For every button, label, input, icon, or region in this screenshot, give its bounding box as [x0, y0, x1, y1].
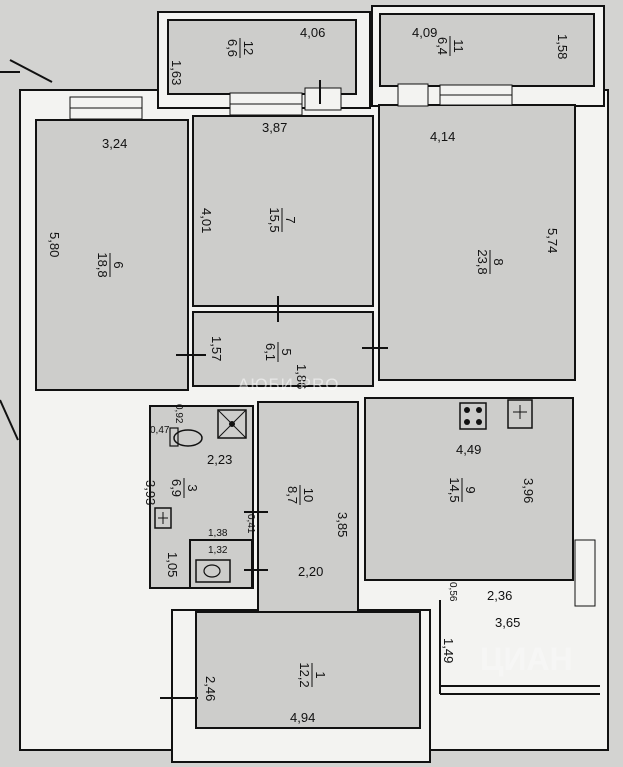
dim-1-57: 1,57: [209, 336, 224, 361]
room-area: 6,6: [225, 39, 240, 57]
dim-2-46: 2,46: [203, 676, 218, 701]
dim-0-41: 0,41: [245, 514, 256, 534]
room-number: 10: [301, 488, 316, 502]
room-8: [378, 104, 576, 381]
room-number: 9: [463, 486, 478, 493]
left-diagonal-2: [0, 399, 19, 441]
room-area: 6,9: [169, 479, 184, 497]
watermark-brand: АЮБИ PRO: [238, 375, 339, 394]
room-number: 6: [111, 261, 126, 268]
dim-4-09: 4,09: [412, 25, 437, 40]
room-number: 1: [313, 671, 328, 678]
room-12-balcony: [167, 19, 357, 95]
dim-3-87: 3,87: [262, 120, 287, 135]
dim-1-05: 1,05: [165, 552, 180, 577]
dim-5-80: 5,80: [47, 232, 62, 257]
dim-3-85: 3,85: [335, 512, 350, 537]
room-9-label: 9 14,5: [447, 477, 478, 502]
room-11-label: 11 6,4: [435, 36, 466, 56]
room-number: 3: [185, 484, 200, 491]
room-area: 15,5: [267, 207, 282, 232]
dim-4-94: 4,94: [290, 710, 315, 725]
dim-0-47: 0,47: [150, 425, 170, 436]
room-area: 6,4: [435, 37, 450, 55]
dim-0-56: 0,56: [447, 582, 458, 602]
washbasin-icon: [169, 427, 203, 447]
room-6-label: 6 18,8: [95, 252, 126, 277]
room-number: 11: [451, 39, 466, 53]
room-5: [192, 311, 374, 387]
dim-2-36: 2,36: [487, 588, 512, 603]
dim-1-58: 1,58: [555, 34, 570, 59]
room-area: 18,8: [95, 252, 110, 277]
dim-4-49: 4,49: [456, 442, 481, 457]
bath-drain-icon: [217, 409, 247, 439]
balcony-door-11: [397, 83, 429, 107]
dim-3-93: 3,93: [143, 480, 158, 505]
window-9: [574, 539, 596, 607]
room-area: 23,8: [475, 249, 490, 274]
room-area: 6,1: [263, 343, 278, 361]
room-1-hall: [195, 611, 421, 729]
dim-1-63: 1,63: [169, 60, 184, 85]
room-area: 12,2: [297, 662, 312, 687]
room-number: 8: [491, 258, 506, 265]
stove-icon: [459, 402, 487, 430]
dim-4-14: 4,14: [430, 129, 455, 144]
dim-1-86: 1,86: [294, 364, 309, 389]
room-7: [192, 115, 374, 307]
dim-3-96: 3,96: [521, 478, 536, 503]
sink-icon: [507, 399, 533, 429]
dim-1-32: 1,32: [208, 545, 228, 556]
toilet-icon: [195, 559, 231, 583]
dim-4-01: 4,01: [199, 208, 214, 233]
room-3-label: 3 6,9: [169, 478, 200, 498]
room-number: 12: [241, 41, 256, 55]
room-area: 8,7: [285, 486, 300, 504]
dim-4-06: 4,06: [300, 25, 325, 40]
bath-sink-icon: [154, 507, 172, 529]
room-7-label: 7 15,5: [267, 207, 298, 232]
room-5-label: 5 6,1: [263, 342, 294, 362]
room-10-label: 10 8,7: [285, 485, 316, 505]
dim-2-20: 2,20: [298, 564, 323, 579]
left-diagonal: [9, 59, 53, 83]
room-9: [364, 397, 574, 581]
balcony-door-12: [304, 87, 342, 111]
dim-2-23: 2,23: [207, 452, 232, 467]
room-4-toilet: [189, 539, 253, 589]
room-12-label: 12 6,6: [225, 38, 256, 58]
room-number: 7: [283, 216, 298, 223]
dim-3-24: 3,24: [102, 136, 127, 151]
room-number: 5: [279, 348, 294, 355]
dim-1-38: 1,38: [208, 528, 228, 539]
dim-5-74: 5,74: [545, 228, 560, 253]
room-8-label: 8 23,8: [475, 249, 506, 274]
dim-0-92: 0,92: [173, 404, 184, 424]
room-1-label: 1 12,2: [297, 662, 328, 687]
dim-3-65: 3,65: [495, 615, 520, 630]
room-6: [35, 119, 189, 391]
dim-1-49: 1,49: [441, 638, 456, 663]
room-10-corridor: [257, 401, 359, 613]
room-area: 14,5: [447, 477, 462, 502]
watermark-site: ЦИАН: [480, 641, 573, 677]
